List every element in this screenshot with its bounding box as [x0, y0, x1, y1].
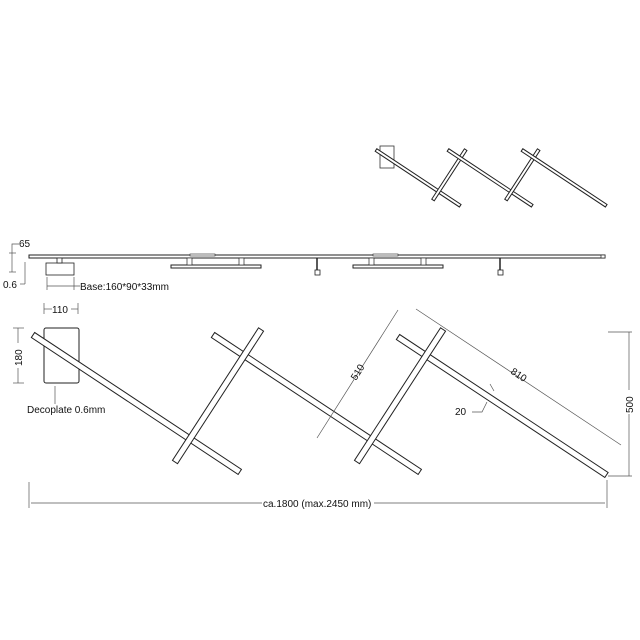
decoplate-height-label: 180: [14, 349, 25, 366]
decoplate-width-label: 110: [52, 305, 68, 316]
height-dimension-label: 65: [19, 239, 31, 250]
bar-width-label: 20: [455, 407, 467, 418]
overview-thumbnail: [374, 145, 608, 208]
base-dimension-label: Base:160*90*33mm: [80, 282, 169, 293]
total-width-label: ca.1800 (max.2450 mm): [263, 499, 371, 510]
bar-spacing-label: 510: [349, 362, 367, 382]
bar-length-label: 810: [508, 366, 528, 385]
total-height-label: 500: [625, 396, 636, 413]
thickness-dimension-label: 0.6: [3, 280, 17, 291]
decoplate-label: Decoplate 0.6mm: [27, 405, 105, 416]
plan-view: 110 180 Decoplate 0.6mm 510 810 20 500 c…: [13, 303, 636, 510]
side-elevation: 65 0.6 Base:160*90*33mm: [3, 239, 606, 293]
